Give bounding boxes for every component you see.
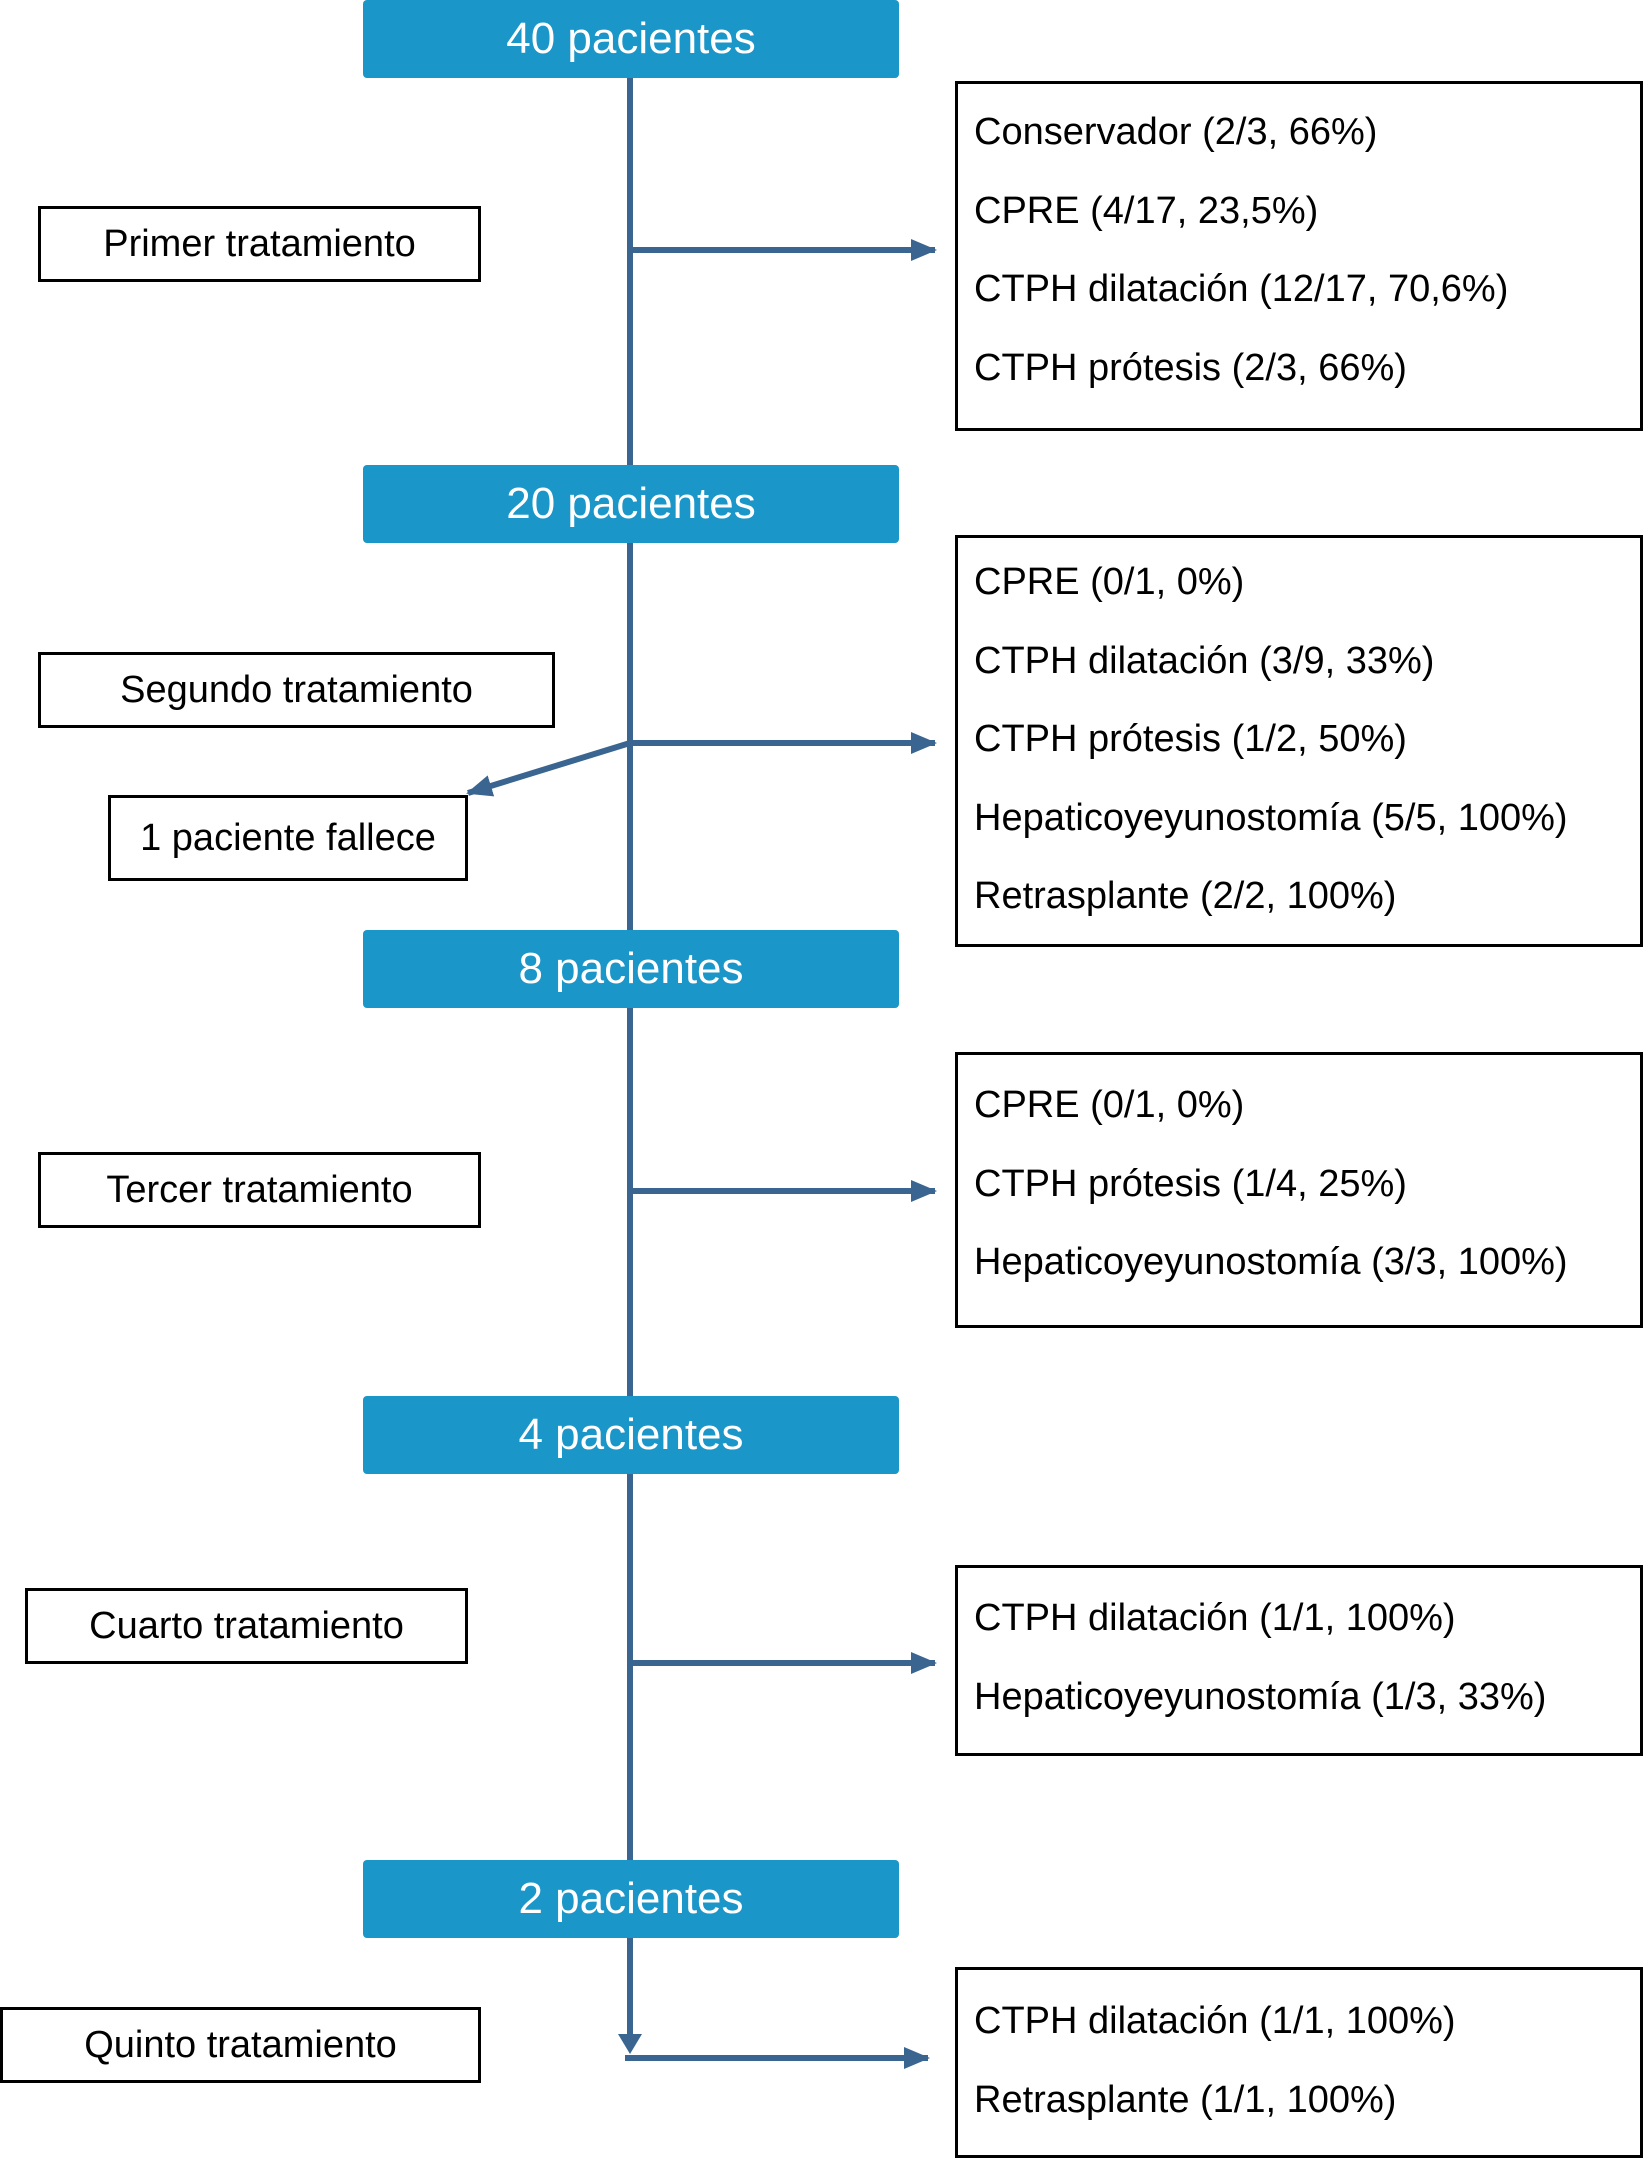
- treatment-label-text: Segundo tratamiento: [120, 668, 473, 711]
- treatment-label-quinto: Quinto tratamiento: [0, 2007, 481, 2083]
- treatment-label-primer: Primer tratamiento: [38, 206, 481, 282]
- result-item: Hepaticoyeyunostomía (3/3, 100%): [974, 1241, 1568, 1283]
- result-item: Retrasplante (2/2, 100%): [974, 875, 1397, 917]
- stage-label: 40 pacientes: [506, 14, 756, 63]
- result-item: CPRE (4/17, 23,5%): [974, 190, 1319, 232]
- treatment-label-segundo: Segundo tratamiento: [38, 652, 555, 728]
- result-item: CTPH dilatación (3/9, 33%): [974, 640, 1435, 682]
- trunk-end-arrowhead: [618, 2034, 642, 2054]
- result-item: Hepaticoyeyunostomía (5/5, 100%): [974, 797, 1568, 839]
- treatment-label-text: Tercer tratamiento: [106, 1168, 413, 1211]
- stage-label: 20 pacientes: [506, 479, 756, 528]
- result-item: CTPH prótesis (1/4, 25%): [974, 1163, 1407, 1205]
- treatment-label-text: Quinto tratamiento: [84, 2023, 397, 2066]
- results-box-tercer: CPRE (0/1, 0%) CTPH prótesis (1/4, 25%) …: [955, 1052, 1643, 1328]
- results-box-primer: Conservador (2/3, 66%) CPRE (4/17, 23,5%…: [955, 81, 1643, 431]
- result-item: CTPH dilatación (1/1, 100%): [974, 1597, 1456, 1639]
- deceased-note-text: 1 paciente fallece: [140, 816, 436, 859]
- result-item: CTPH prótesis (2/3, 66%): [974, 347, 1407, 389]
- stage-4-pacientes: 4 pacientes: [363, 1396, 899, 1474]
- result-item: Hepaticoyeyunostomía (1/3, 33%): [974, 1676, 1547, 1718]
- result-item: CPRE (0/1, 0%): [974, 561, 1245, 603]
- result-item: Retrasplante (1/1, 100%): [974, 2079, 1397, 2121]
- result-item: CPRE (0/1, 0%): [974, 1084, 1245, 1126]
- stage-40-pacientes: 40 pacientes: [363, 0, 899, 78]
- deceased-arrow: [466, 740, 631, 797]
- treatment-label-text: Primer tratamiento: [103, 222, 416, 265]
- results-box-segundo: CPRE (0/1, 0%) CTPH dilatación (3/9, 33%…: [955, 535, 1643, 947]
- result-item: CTPH prótesis (1/2, 50%): [974, 718, 1407, 760]
- stage-20-pacientes: 20 pacientes: [363, 465, 899, 543]
- result-item: CTPH dilatación (1/1, 100%): [974, 2000, 1456, 2042]
- stage-2-pacientes: 2 pacientes: [363, 1860, 899, 1938]
- deceased-note: 1 paciente fallece: [108, 795, 468, 881]
- treatment-label-text: Cuarto tratamiento: [89, 1604, 404, 1647]
- treatment-label-tercer: Tercer tratamiento: [38, 1152, 481, 1228]
- stage-label: 8 pacientes: [518, 944, 744, 993]
- result-item: CTPH dilatación (12/17, 70,6%): [974, 268, 1509, 310]
- stage-label: 2 pacientes: [518, 1874, 744, 1923]
- results-box-cuarto: CTPH dilatación (1/1, 100%) Hepaticoyeyu…: [955, 1565, 1643, 1756]
- stage-8-pacientes: 8 pacientes: [363, 930, 899, 1008]
- treatment-label-cuarto: Cuarto tratamiento: [25, 1588, 468, 1664]
- results-box-quinto: CTPH dilatación (1/1, 100%) Retrasplante…: [955, 1967, 1643, 2158]
- result-item: Conservador (2/3, 66%): [974, 111, 1378, 153]
- stage-label: 4 pacientes: [518, 1410, 744, 1459]
